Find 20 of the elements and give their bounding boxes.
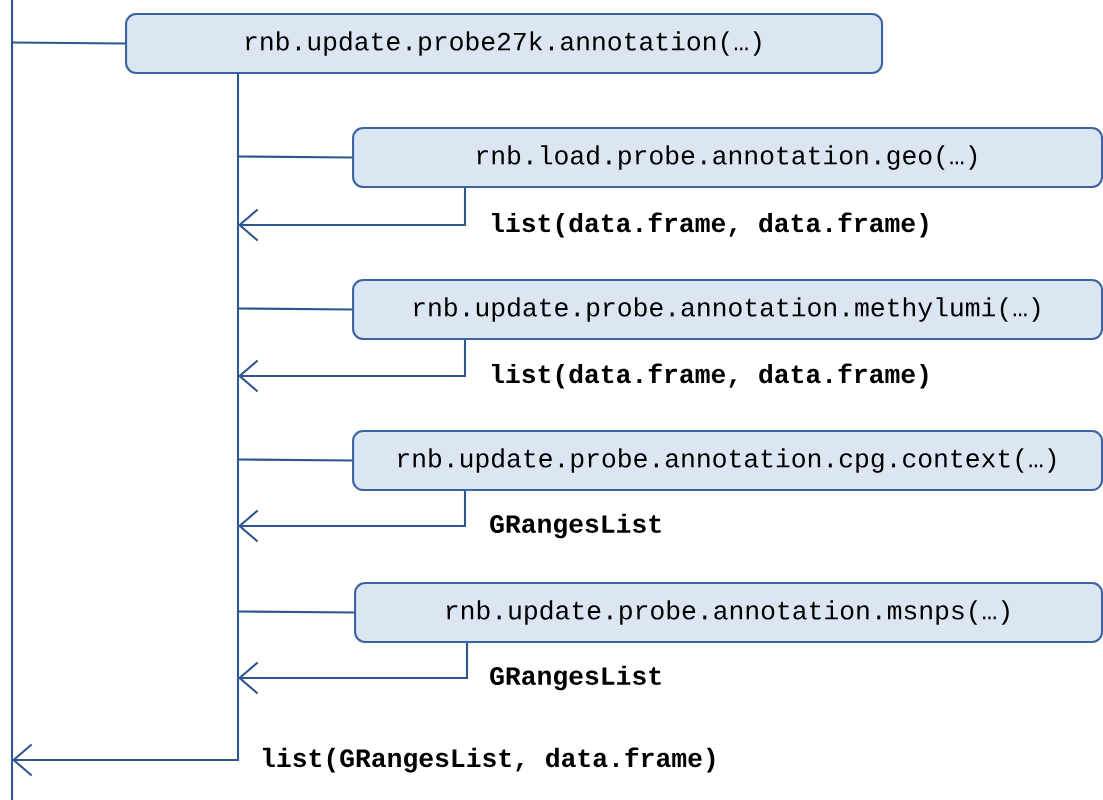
edge-label: list(GRangesList, data.frame) [263,747,715,773]
process-box: rnb.load.probe.annotation.geo(…) [352,127,1103,189]
return-arrow [238,188,467,242]
process-box: rnb.update.probe27k.annotation(…) [125,13,884,75]
process-box: rnb.update.probe.annotation.msnps(…) [354,582,1103,644]
process-box: rnb.update.probe.annotation.cpg.context(…) [352,430,1103,492]
call-line [12,41,126,45]
return-arrow [238,340,467,393]
edge-label: GRangesList [490,665,661,691]
edge-label: list(data.frame, data.frame) [492,212,928,238]
call-line [238,307,353,311]
edge-label: list(data.frame, data.frame) [492,363,928,389]
call-line [238,458,353,462]
edge-label: GRangesList [490,513,661,539]
call-line [238,155,353,159]
call-line [238,610,355,614]
process-box: rnb.update.probe.annotation.methylumi(…) [352,279,1103,341]
return-arrow [238,491,467,543]
return-arrow [238,643,469,695]
return-arrow [12,74,240,777]
